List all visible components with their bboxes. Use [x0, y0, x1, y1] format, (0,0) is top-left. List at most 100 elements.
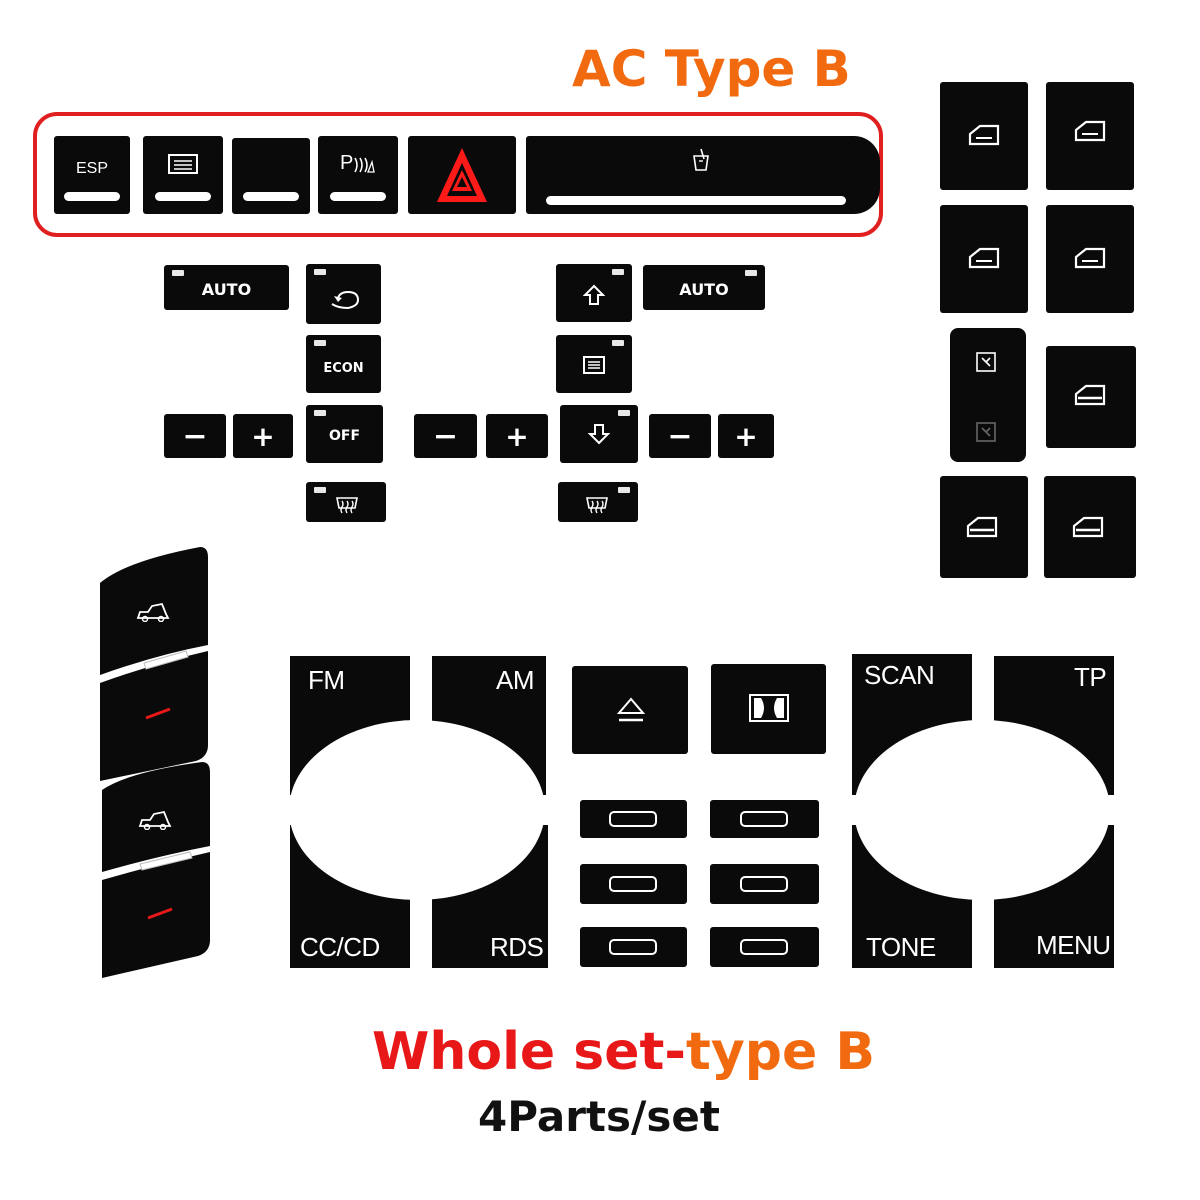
auto-right-key: AUTO: [643, 265, 765, 310]
window-down-icon: [966, 516, 998, 538]
arrow-down-icon: [588, 424, 610, 445]
auto-right-label: AUTO: [679, 280, 729, 299]
dolby-key: [711, 664, 826, 754]
left-minus-label: −: [182, 418, 208, 454]
radio-left-ring: [290, 656, 548, 968]
cupholder-icon: [693, 148, 709, 171]
air-up-led: [612, 269, 624, 275]
child-lock-icon: [976, 352, 996, 372]
rear-defrost-icon-2: [586, 497, 608, 514]
eject-icon: [616, 697, 646, 722]
rear-defrost-right-led: [618, 487, 630, 493]
left-plus-label: +: [251, 419, 275, 453]
roof-switch-upper: [100, 547, 208, 781]
window-switch-5: [1046, 346, 1136, 448]
window-switch-7: [1044, 476, 1136, 578]
window-switch-3: [940, 205, 1028, 313]
window-up-icon: [968, 247, 1000, 269]
preset-1: [580, 800, 687, 838]
preset-3-slot: [609, 876, 657, 892]
preset-3: [580, 864, 687, 904]
off-label: OFF: [328, 428, 361, 444]
child-lock-icon-dim: [976, 422, 996, 442]
air-down-key: [560, 405, 638, 463]
window-switch-4: [1046, 205, 1134, 313]
air-screen-led: [612, 340, 624, 346]
preset-5: [580, 927, 687, 967]
preset-6-slot: [740, 939, 788, 955]
econ-led: [314, 340, 326, 346]
air-down-led: [618, 410, 630, 416]
roof-lock-red-icon: [145, 707, 171, 720]
preset-1-slot: [609, 811, 657, 827]
parts-per-set-subtitle: 4Parts/set: [478, 1092, 720, 1141]
windscreen-air-icon: [583, 356, 605, 374]
park-assist-key: P: [318, 136, 398, 214]
econ-key: ECON: [306, 335, 381, 393]
auto-right-led: [745, 270, 757, 276]
cc-cd-label: CC/CD: [300, 932, 380, 962]
right-plus-label: +: [734, 419, 758, 453]
roof-switch-lower: [102, 762, 210, 978]
auto-left-key: AUTO: [164, 265, 289, 310]
rear-defrost-left-key: [306, 482, 386, 522]
window-switch-1: [940, 82, 1028, 190]
preset-6: [710, 927, 819, 967]
convertible-roof-icon-2: [138, 810, 172, 830]
econ-label: ECON: [323, 360, 364, 376]
preset-2: [710, 800, 819, 838]
window-up-icon: [1074, 120, 1106, 142]
center-minus-key: −: [414, 414, 477, 458]
am-label: AM: [496, 665, 535, 695]
window-switch-2: [1046, 82, 1134, 190]
recirc-key: [306, 264, 381, 324]
auto-left-label: AUTO: [201, 280, 252, 299]
window-up-icon: [1074, 247, 1106, 269]
recirc-led: [314, 269, 326, 275]
air-screen-key: [556, 335, 632, 393]
blank-key: [232, 138, 310, 214]
whole-set-title: Whole set-type B: [372, 1022, 875, 1082]
wide-led-bar: [546, 196, 846, 205]
left-plus-key: +: [233, 414, 293, 458]
rear-defrost-icon: [336, 497, 358, 514]
park-led-bar: [330, 192, 386, 201]
screen-heat-icon: [168, 154, 198, 174]
hazard-key: [408, 136, 516, 214]
window-switch-6: [940, 476, 1028, 578]
whole-set-title-part2: type B: [685, 1022, 875, 1082]
screen-led-bar: [155, 192, 211, 201]
preset-4-slot: [740, 876, 788, 892]
fm-label: FM: [308, 665, 345, 695]
esp-led-bar: [64, 192, 120, 201]
center-plus-label: +: [505, 419, 529, 453]
dolby-icon: [749, 694, 789, 722]
arrow-up-icon: [583, 284, 605, 305]
radio-right-ring: [852, 654, 1114, 968]
tone-label: TONE: [866, 932, 936, 962]
window-down-icon: [1072, 516, 1104, 538]
preset-2-slot: [740, 811, 788, 827]
park-label: P: [340, 152, 354, 174]
heated-screen-key: [143, 136, 223, 214]
right-minus-key: −: [649, 414, 711, 458]
preset-5-slot: [609, 939, 657, 955]
auto-left-led: [172, 270, 184, 276]
park-icon: P: [340, 152, 380, 176]
off-led: [314, 410, 326, 416]
hazard-triangle-icon: [437, 148, 487, 202]
off-key: OFF: [306, 405, 383, 463]
wide-cupholder-key: [526, 136, 880, 214]
esp-key: ESP: [54, 136, 130, 214]
center-minus-label: −: [432, 418, 459, 454]
right-plus-key: +: [718, 414, 774, 458]
recirculation-icon: [331, 290, 360, 310]
child-lock-switch: [950, 328, 1026, 462]
rds-label: RDS: [490, 932, 544, 962]
roof-lock-red-icon-2: [147, 907, 173, 920]
convertible-roof-icon: [136, 602, 170, 622]
eject-key: [572, 666, 688, 754]
ac-type-title: AC Type B: [572, 40, 851, 98]
right-minus-label: −: [667, 418, 693, 454]
window-up-icon: [968, 124, 1000, 146]
